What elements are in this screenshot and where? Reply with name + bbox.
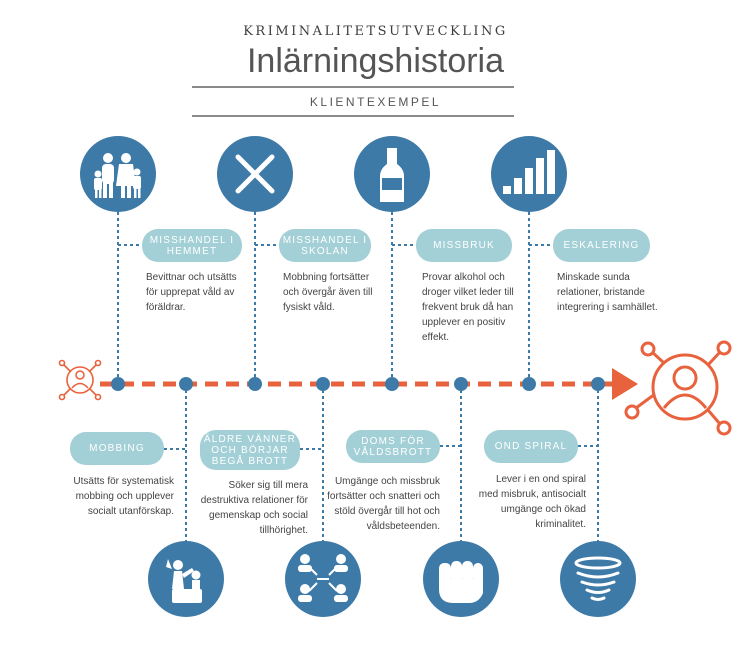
family-icon — [80, 136, 156, 212]
fist-icon — [423, 541, 499, 617]
node-4 — [316, 377, 330, 391]
pill-mobbing: MOBBING — [70, 432, 164, 465]
desc-missbruk: Provar alkohol och droger vilket leder t… — [422, 272, 514, 343]
bar-chart-icon — [491, 136, 567, 212]
header-kicker: KRIMINALITETSUTVECKLING — [243, 24, 508, 39]
node-2 — [179, 377, 193, 391]
person-network-icon-large — [624, 340, 732, 436]
page-title: Inlärningshistoria — [246, 42, 505, 80]
title-divider-bottom — [192, 115, 514, 117]
pill-doms-valdsbrott: DOMS FÖR VÅLDSBROTT — [346, 430, 440, 463]
desc-misshandel-hemmet: Bevittnar och utsätts för upprepat våld … — [146, 272, 237, 313]
desc-misshandel-skolan: Mobbning fortsätter och övergår även til… — [283, 272, 373, 313]
desc-mobbing: Utsätts för systematisk mobbing och uppl… — [73, 476, 174, 517]
pill-aldre-vanner: ÄLDRE VÄNNER OCH BÖRJAR BEGÅ BROTT — [200, 430, 300, 470]
pill-misshandel-skolan: MISSHANDEL I SKOLAN — [279, 229, 371, 262]
person-network-icon-small — [58, 359, 102, 401]
pill-eskalering: ESKALERING — [553, 229, 650, 262]
cross-icon — [217, 136, 293, 212]
timeline-arrowhead — [612, 368, 638, 400]
tornado-icon — [560, 541, 636, 617]
node-6 — [454, 377, 468, 391]
pill-ond-spiral: OND SPIRAL — [484, 430, 578, 463]
node-7 — [522, 377, 536, 391]
bottle-icon — [354, 136, 430, 212]
title-divider-top — [192, 86, 514, 88]
node-1 — [111, 377, 125, 391]
pill-misshandel-hemmet: MISSHANDEL I HEMMET — [142, 229, 242, 262]
bully-icon — [148, 541, 224, 617]
page-subtitle: KLIENTEXEMPEL — [309, 95, 442, 109]
pill-missbruk: MISSBRUK — [416, 229, 512, 262]
desc-eskalering: Minskade sunda relationer, bristande int… — [557, 272, 658, 313]
node-5 — [385, 377, 399, 391]
node-8 — [591, 377, 605, 391]
node-3 — [248, 377, 262, 391]
desc-ond-spiral: Lever i en ond spiral med misbruk, antis… — [478, 474, 586, 530]
desc-aldre-vanner: Söker sig till mera destruktiva relation… — [200, 480, 308, 536]
network-icon — [285, 541, 361, 617]
desc-doms-valdsbrott: Umgänge och missbruk fortsätter och snat… — [327, 476, 440, 532]
